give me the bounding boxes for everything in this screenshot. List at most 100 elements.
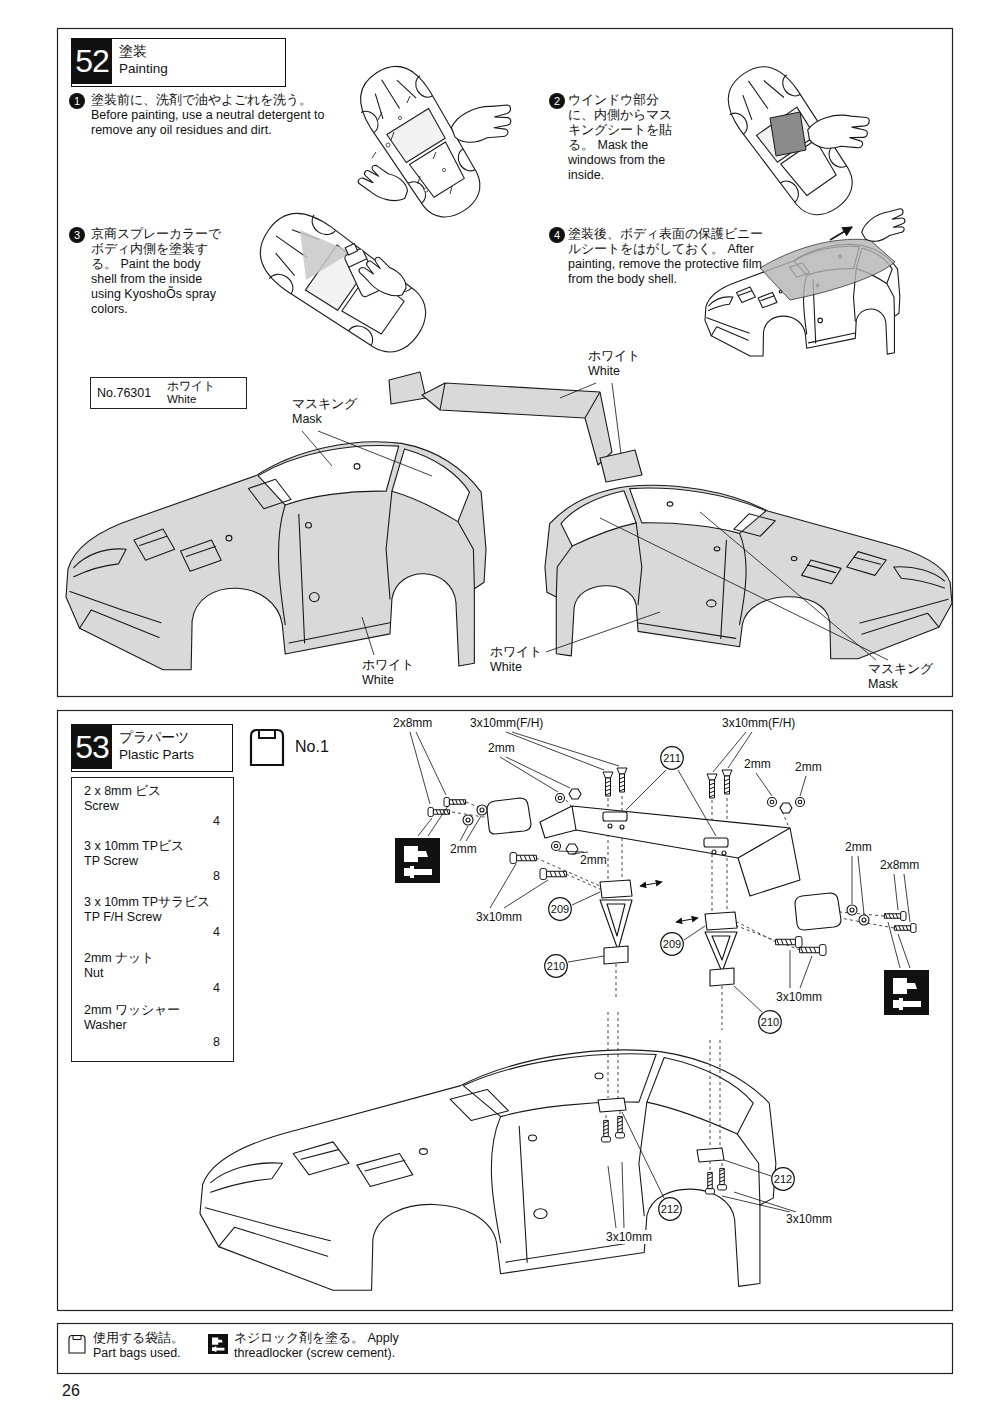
dimension-label: 2mm	[580, 853, 607, 867]
color-label: ホワイト White	[490, 645, 544, 675]
part-count: 4	[213, 814, 220, 829]
instruction-text: 京商スプレーカラーでボディ内側を塗装する。 Paint the body she…	[91, 227, 226, 317]
panel-frame	[58, 711, 953, 1311]
wing-assembly	[598, 1098, 626, 1112]
direction-arrow	[640, 882, 698, 922]
masking-illustration	[715, 54, 874, 228]
instruction-text: ウインドウ部分に、内側からマスキングシートを貼る。 Mask the windo…	[568, 93, 684, 183]
panel-frame	[58, 1324, 953, 1374]
part-name: 2mm ワッシャー Washer	[84, 1003, 184, 1033]
instruction-number: 2	[549, 93, 565, 109]
dimension-label: 2mm	[845, 840, 872, 854]
screw-drawing	[776, 937, 802, 948]
bag-outline	[259, 730, 275, 738]
wing-assembly	[796, 798, 805, 807]
wing-assembly	[768, 798, 777, 807]
part-count: 8	[213, 1035, 220, 1050]
wing-assembly	[572, 806, 790, 858]
instruction-number: 3	[69, 227, 85, 243]
screw-drawing	[706, 1172, 715, 1194]
peeling-illustration	[705, 203, 912, 356]
part-count: 4	[213, 925, 220, 940]
spraying-illustration	[300, 230, 352, 280]
wing-assembly	[604, 946, 628, 964]
spraying-illustration	[345, 244, 357, 255]
instruction-number: 1	[69, 93, 85, 109]
leader-line	[560, 383, 621, 454]
dimension-label: 3x10mm(F/H)	[722, 716, 795, 730]
direction-arrow	[640, 882, 662, 886]
callout-number: 210	[544, 954, 568, 978]
leader-line	[460, 816, 481, 841]
callout-number: 209	[660, 932, 684, 956]
leader-line	[622, 1112, 664, 1198]
wing-assembly	[712, 850, 716, 854]
wing-assembly	[558, 796, 562, 800]
bag-outline	[251, 730, 283, 765]
paint-color: ホワイト White	[167, 380, 237, 406]
wing-assembly	[600, 880, 632, 898]
dimension-label: 3x10mm	[776, 990, 822, 1004]
part-callout: 210	[758, 1010, 782, 1034]
part-name: 2mm ナット Nut	[84, 951, 166, 981]
mask-label: マスキング Mask	[292, 397, 362, 427]
rear-wing-parts	[422, 383, 612, 465]
washing-illustration	[386, 143, 390, 147]
color-label: ホワイト White	[362, 658, 418, 688]
screw-drawing	[707, 774, 717, 798]
callout-number: 1	[69, 93, 85, 109]
page-number: 26	[62, 1381, 80, 1400]
paint-code: No.76301	[97, 386, 151, 401]
wing-assembly	[847, 905, 857, 915]
wing-assembly	[480, 808, 484, 812]
direction-arrow	[676, 918, 698, 922]
threadlocker-icon	[395, 838, 929, 1015]
threadlocker-icon	[404, 866, 432, 878]
wing-assembly	[607, 904, 625, 936]
part-callout: 209	[660, 932, 684, 956]
step-title: 塗装 Painting	[119, 44, 191, 78]
leader-line	[724, 1160, 771, 1176]
dimension-label: 3x10mm	[786, 1212, 832, 1226]
callout-circle	[69, 227, 85, 243]
leader-line	[302, 383, 888, 660]
leader-line	[722, 1192, 796, 1212]
bag-outline	[247, 727, 287, 767]
leader-line	[608, 1162, 624, 1228]
wing-assembly	[710, 968, 734, 986]
screw-drawing	[617, 768, 627, 792]
screw-drawing	[616, 1116, 625, 1138]
rear-wing-parts	[440, 383, 600, 418]
parts-list-box: 2 x 8mm ビス Screw43 x 10mm TPビス TP Screw8…	[71, 777, 234, 1062]
wing-assembly	[540, 806, 800, 896]
step-header: 52塗装 Painting	[71, 38, 286, 87]
part-callout: 210	[544, 954, 568, 978]
wing-assembly	[770, 800, 774, 804]
wing-assembly	[850, 908, 854, 912]
screw-drawing	[894, 924, 916, 933]
leader-line	[572, 892, 600, 905]
screw-drawing	[510, 853, 536, 864]
mask-label: マスキング Mask	[868, 662, 938, 692]
callout-circle	[549, 898, 572, 921]
leader-line	[410, 732, 910, 1228]
leader-line	[790, 950, 812, 988]
leader-line	[756, 773, 806, 796]
dimension-label: 2x8mm	[393, 716, 432, 730]
spraying-illustration	[246, 199, 440, 367]
callout-circle	[772, 1168, 795, 1191]
threadlocker-icon	[893, 998, 921, 1010]
screw-drawing	[540, 869, 566, 880]
leader-line	[418, 806, 448, 836]
illustration	[66, 442, 486, 670]
callout-number: 210	[758, 1010, 782, 1034]
dimension-label: 3x10mm(F/H)	[470, 716, 543, 730]
wing-assembly	[722, 851, 726, 855]
screw-drawing	[800, 945, 826, 956]
leader-line	[626, 770, 716, 836]
masking-illustration	[806, 110, 873, 156]
leader-line	[734, 986, 762, 1012]
screw-drawing	[602, 1120, 611, 1142]
part-bag-icon	[67, 1334, 87, 1354]
callout-number: 212	[771, 1167, 795, 1191]
